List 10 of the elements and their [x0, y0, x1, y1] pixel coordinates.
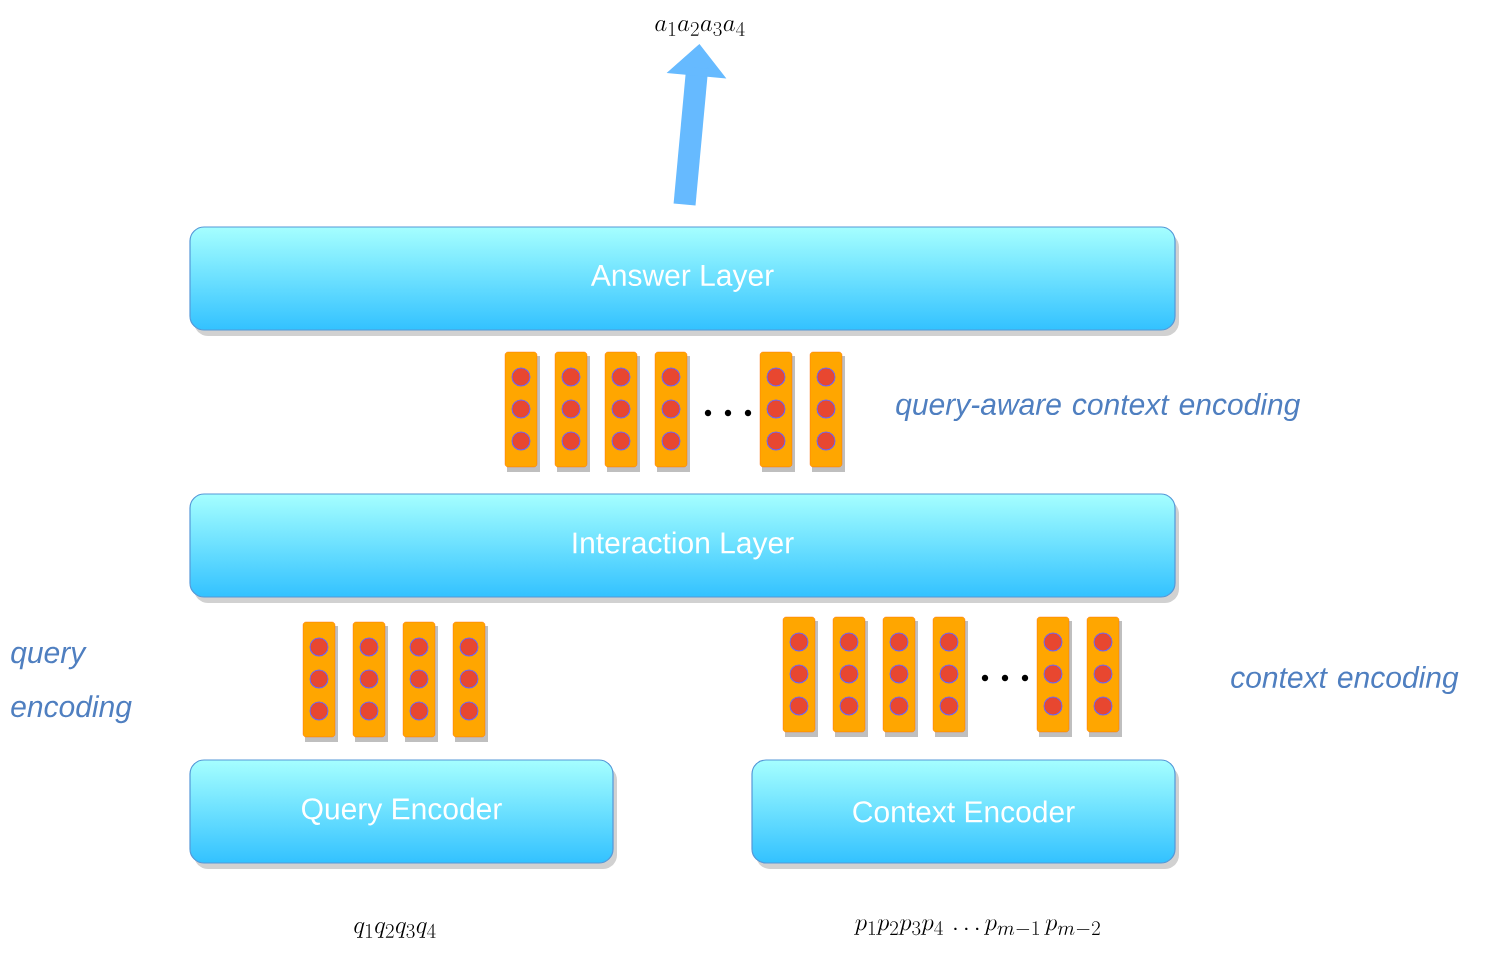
input-formula: $p_1p_2p_3p_4\,\dots p_{m-1}\,p_{m-2}$: [854, 919, 1100, 936]
input-formula: $q_1q_2q_3q_4$: [354, 921, 436, 939]
layer-box: Context Encoder: [751, 759, 1176, 864]
annotation-text: query encoding: [11, 646, 132, 724]
layer-box: Answer Layer: [189, 226, 1176, 331]
layer-box: Query Encoder: [189, 759, 614, 864]
layer-box: Interaction Layer: [189, 493, 1176, 598]
annotation-text: query-aware context encoding: [896, 393, 1301, 421]
annotation-text: context encoding: [1231, 666, 1459, 694]
output-formula: $a_1a_2a_3a_4$: [655, 20, 745, 37]
